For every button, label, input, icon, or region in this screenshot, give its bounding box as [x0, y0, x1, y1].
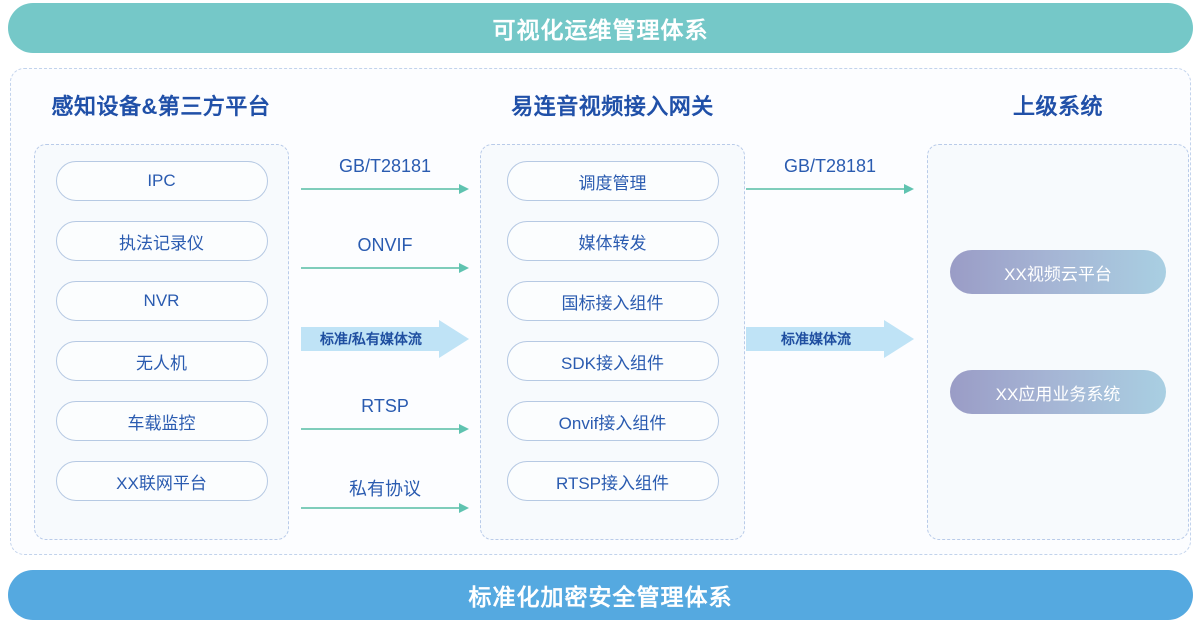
list-item[interactable]: 无人机: [55, 341, 268, 381]
block-arrow-head-icon: [884, 320, 914, 358]
top-banner-label: 可视化运维管理体系: [492, 17, 709, 43]
column-left-title: 感知设备&第三方平台: [51, 94, 271, 119]
list-item[interactable]: 车载监控: [55, 401, 268, 441]
arrow-line: [301, 507, 460, 510]
right-inner-box: XX视频云平台 XX应用业务系统: [927, 144, 1189, 540]
list-item[interactable]: 媒体转发: [506, 221, 719, 261]
arrow-head-icon: [459, 184, 469, 194]
block-arrow-body: [746, 327, 884, 351]
platform-box[interactable]: XX视频云平台: [950, 250, 1166, 294]
column-perception-devices: 感知设备&第三方平台 IPC 执法记录仪 NVR 无人机 车载监控 XX联网平台: [21, 69, 301, 556]
arrow-head-icon: [459, 424, 469, 434]
block-arrow-body: [301, 327, 439, 351]
connector-private-protocol: 私有协议: [301, 479, 469, 515]
column-upper-system: 上级系统 XX视频云平台 XX应用业务系统: [914, 69, 1201, 556]
arrow-head-icon: [459, 503, 469, 513]
bottom-banner-label: 标准化加密安全管理体系: [468, 584, 733, 610]
connector-onvif: ONVIF: [301, 235, 469, 275]
diagram-outer-frame: 感知设备&第三方平台 IPC 执法记录仪 NVR 无人机 车载监控 XX联网平台…: [10, 68, 1191, 555]
connector-label: 私有协议: [349, 479, 421, 499]
list-item[interactable]: XX联网平台: [55, 461, 268, 501]
arrow-head-icon: [904, 184, 914, 194]
arrow-line: [301, 428, 460, 431]
list-item[interactable]: NVR: [55, 281, 268, 321]
connector-label: ONVIF: [357, 235, 413, 255]
list-item[interactable]: RTSP接入组件: [506, 461, 719, 501]
connector-gbt28181-right: GB/T28181: [746, 156, 914, 196]
list-item[interactable]: SDK接入组件: [506, 341, 719, 381]
list-item[interactable]: IPC: [55, 161, 268, 201]
arrow-line: [746, 188, 905, 191]
list-item[interactable]: 国标接入组件: [506, 281, 719, 321]
bottom-banner: 标准化加密安全管理体系: [8, 570, 1193, 620]
list-item[interactable]: 调度管理: [506, 161, 719, 201]
arrow-head-icon: [459, 263, 469, 273]
connector-label: 标准媒体流: [781, 331, 851, 347]
connector-label: 标准/私有媒体流: [320, 331, 422, 347]
top-banner: 可视化运维管理体系: [8, 3, 1193, 53]
platform-box[interactable]: XX应用业务系统: [950, 370, 1166, 414]
connector-rtsp: RTSP: [301, 396, 469, 436]
middle-inner-box: 调度管理 媒体转发 国标接入组件 SDK接入组件 Onvif接入组件 RTSP接…: [480, 144, 745, 540]
connector-label: GB/T28181: [338, 156, 432, 176]
arrow-line: [301, 188, 460, 191]
list-item[interactable]: 执法记录仪: [55, 221, 268, 261]
connector-label: GB/T28181: [783, 156, 877, 176]
arrow-line: [301, 267, 460, 270]
list-item[interactable]: Onvif接入组件: [506, 401, 719, 441]
block-arrow-head-icon: [439, 320, 469, 358]
connector-standard-private-media-stream: 标准/私有媒体流: [301, 320, 469, 358]
column-middle-title: 易连音视频接入网关: [511, 94, 714, 119]
column-access-gateway: 易连音视频接入网关 调度管理 媒体转发 国标接入组件 SDK接入组件 Onvif…: [469, 69, 756, 556]
column-right-title: 上级系统: [1012, 94, 1103, 119]
connector-gbt28181-left: GB/T28181: [301, 156, 469, 196]
connector-label: RTSP: [361, 396, 409, 416]
left-inner-box: IPC 执法记录仪 NVR 无人机 车载监控 XX联网平台: [34, 144, 289, 540]
connector-standard-media-stream: 标准媒体流: [746, 320, 914, 358]
